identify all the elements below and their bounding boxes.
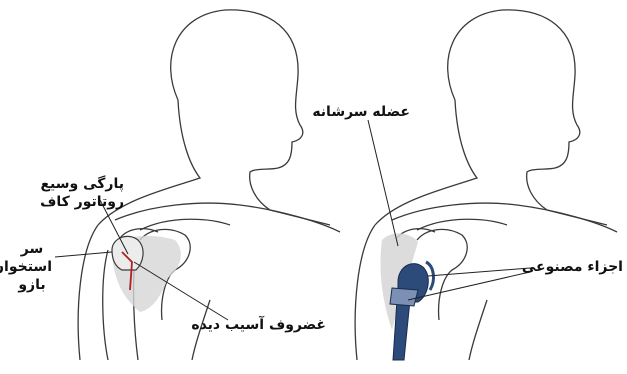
right-arm-outline [355,225,375,360]
humeral-head-line-1: سر [12,240,52,258]
rotator-cuff-tear-label: پارگی وسیع روتاتور کاف [12,175,124,211]
left-arm-outline [78,225,98,360]
left-clavicle [140,219,230,230]
humeral-head-line-3: بازو [12,276,52,294]
damaged-cartilage-label: غضروف آسیب دیده [176,316,326,334]
right-trapezius [392,203,617,232]
right-arm-inner [469,300,487,360]
implant-neck [390,288,418,306]
rotator-cuff-tear-line-1: پارگی وسیع [12,175,124,193]
leader-deltoid [368,120,398,246]
leader-head [55,252,112,257]
right-clavicle [417,219,507,230]
left-trapezius [115,203,340,232]
humeral-head-line-2: استخوان [12,258,52,276]
rotator-cuff-tear-line-2: روتاتور کاف [12,193,124,211]
right-head-outline [448,10,607,225]
humeral-head-label: سر استخوان بازو [12,240,52,294]
artificial-components-label: اجزاء مصنوعی [508,258,623,276]
deltoid-muscle-label: عضله سرشانه [300,103,410,121]
